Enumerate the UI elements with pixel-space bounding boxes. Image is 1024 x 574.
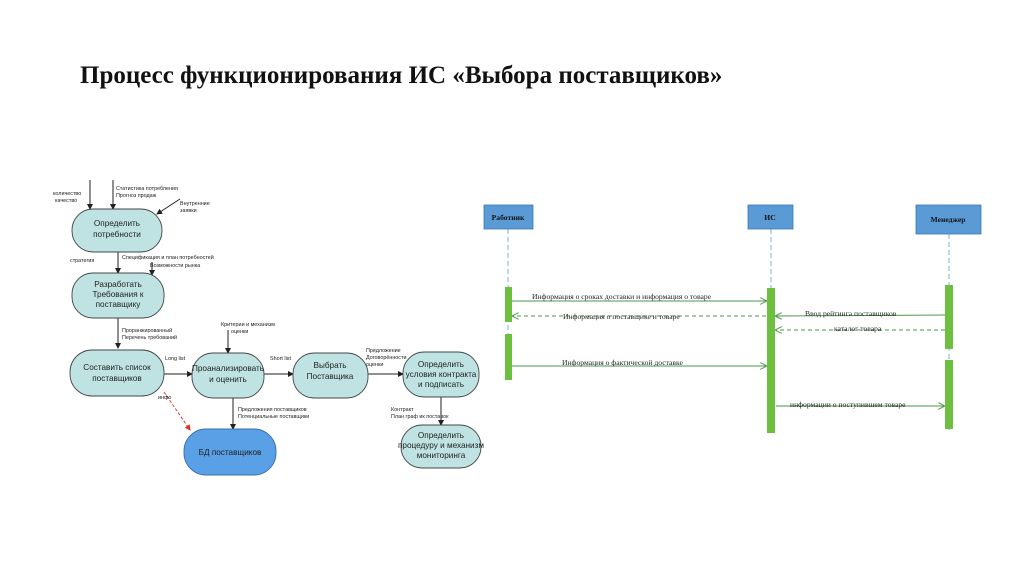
activation-is	[767, 288, 775, 433]
node-develop	[71, 272, 165, 319]
node-determine-line2: потребности	[93, 230, 141, 239]
label-info: инфо	[158, 395, 171, 401]
node-compose-line2: поставщиков	[92, 374, 142, 383]
node-develop-line2: Требования к	[93, 290, 144, 299]
node-determine-line1: Определить	[94, 219, 140, 228]
label-qty: количество	[53, 191, 81, 197]
msg-catalog: каталог товара	[834, 324, 882, 333]
sequence-diagram: Работник ИС Менеджер Информация о сроках…	[483, 204, 982, 433]
label-long-list: Long list	[165, 356, 186, 362]
node-monitor-line2: процедуру и механизм	[398, 441, 484, 450]
label-assessment: оценки	[366, 362, 383, 368]
msg-received-goods: информации о поступившем товаре	[790, 400, 906, 409]
node-contract-line2: условия контракта	[406, 370, 477, 379]
label-criteria: Критерии и механизм	[221, 322, 275, 328]
node-analyze-line1: Проанализировать	[192, 364, 264, 373]
actor-worker	[483, 204, 534, 230]
label-delivery-plan: План граф ик поставок	[391, 414, 449, 420]
msg-actual-delivery: Информация о фактической доставке	[562, 358, 683, 367]
node-db	[183, 428, 277, 476]
node-monitor	[400, 424, 482, 469]
node-determine	[71, 208, 163, 253]
node-develop-line1: Разработать	[94, 280, 142, 289]
activation-worker-2	[505, 334, 512, 380]
process-node-texts: Определить потребности Разработать Требо…	[83, 219, 484, 460]
node-choose-line2: Поставщика	[307, 372, 354, 381]
slide-title: Процесс функционирования ИС «Выбора пост…	[80, 62, 723, 89]
actor-worker-label: Работник	[492, 213, 525, 222]
node-compose	[69, 349, 165, 397]
msg-supplier-info: Информация о поставщике и товаре	[563, 312, 680, 321]
node-contract-line3: и подписать	[418, 380, 464, 389]
node-contract-line1: Определить	[418, 360, 464, 369]
label-supplier-proposals: Предложения поставщиков	[238, 407, 307, 413]
actor-manager	[915, 204, 982, 235]
node-choose	[292, 352, 369, 399]
label-strategy: стратегия	[70, 258, 94, 264]
label-evaluation: оценки	[231, 329, 248, 335]
label-requirements-list: Перечень требований	[122, 334, 177, 341]
label-quality: качество	[55, 198, 77, 204]
arrow-compose-db	[163, 391, 191, 431]
process-annotations: количество качество Статистика потреблен…	[53, 186, 449, 420]
label-short-list: Short list	[270, 356, 291, 362]
node-monitor-line1: Определить	[418, 431, 464, 440]
node-develop-line3: поставщику	[96, 300, 142, 309]
node-compose-line1: Составить список	[83, 363, 151, 372]
label-stats: Статистика потребления	[116, 186, 178, 192]
activation-worker-1	[505, 287, 512, 322]
node-choose-line1: Выбрать	[314, 361, 347, 370]
activation-manager-2	[945, 360, 953, 429]
label-forecast: Прогноз продаж	[116, 193, 157, 199]
activation-manager-1	[945, 285, 953, 349]
arrow-internal	[156, 198, 181, 215]
label-agreements: Договорённости	[366, 355, 406, 361]
actor-is	[747, 204, 794, 230]
node-monitor-line3: мониторинга	[417, 451, 466, 460]
label-proposal: Предложение	[366, 348, 401, 354]
node-contract	[402, 351, 480, 398]
msg-delivery-info: Информация о сроках доставки и информаци…	[532, 292, 712, 301]
label-prioritized: Проранжированный	[122, 327, 172, 334]
node-analyze-line2: и оценить	[209, 375, 247, 384]
label-requests: заявки	[180, 208, 197, 214]
label-internal: Внутренние	[180, 201, 210, 207]
process-nodes	[69, 208, 482, 476]
node-db-label: БД поставщиков	[199, 448, 262, 457]
label-spec: Спецификация и план потребностей	[122, 254, 214, 261]
label-potential-suppliers: Потенциальные поставщики	[238, 414, 309, 420]
process-flow	[87, 180, 444, 431]
actor-manager-label: Менеджер	[931, 215, 966, 224]
msg-rating: Ввод рейтинга поставщиков	[805, 309, 897, 318]
actor-is-label: ИС	[764, 213, 775, 222]
label-market: Возможности рынка	[150, 263, 200, 269]
node-analyze	[191, 352, 265, 399]
msg-rating-arrow	[776, 315, 946, 316]
label-contract: Контракт	[391, 407, 414, 413]
